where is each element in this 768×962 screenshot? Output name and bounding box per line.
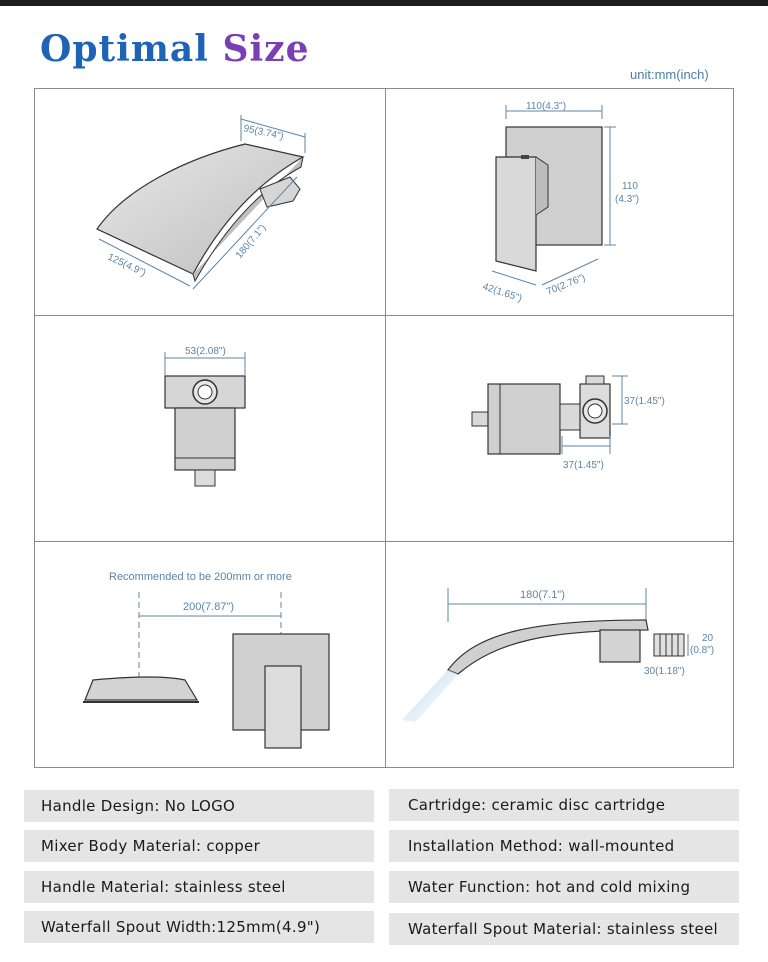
spout-side-height-in-label: (0.8") (690, 645, 714, 656)
valve-height-mm-label: 110 (622, 181, 638, 192)
spec-mixer-body-material: Mixer Body Material: copper (24, 830, 374, 862)
spout-side-drawing: 180(7.1") 20 (0.8") 30(1.18") (402, 588, 714, 722)
panel-spout-top: 95(3.74") 125(4.9") 180(7.1") (35, 89, 385, 315)
spec-installation-method: Installation Method: wall-mounted (389, 830, 739, 862)
spout-length-label: 180(7.1") (234, 223, 269, 261)
panel-valve-side: 37(1.45") 37(1.45") (386, 316, 733, 541)
install-gap-label: 200(7.87") (183, 601, 234, 613)
top-border (0, 0, 768, 6)
grid-divider-row-1 (35, 315, 733, 316)
grid-divider-row-2 (35, 541, 733, 542)
spout-depth-label: 125(4.9") (106, 252, 148, 279)
spec-handle-material: Handle Material: stainless steel (24, 871, 374, 903)
panel-spout-side: 180(7.1") 20 (0.8") 30(1.18") (386, 542, 733, 767)
spout-side-length-label: 180(7.1") (520, 589, 565, 601)
valve-side-height-label: 37(1.45") (624, 396, 665, 407)
install-note: Recommended to be 200mm or more (109, 571, 292, 583)
valve-depth-label: 42(1.65") (481, 281, 523, 304)
grid-divider-vertical (385, 89, 386, 767)
dimension-grid: 95(3.74") 125(4.9") 180(7.1") 110(4.3") … (34, 88, 734, 768)
spec-water-function: Water Function: hot and cold mixing (389, 871, 739, 903)
page-title: Optimal Size (40, 28, 310, 70)
panel-install-spacing: Recommended to be 200mm or more 200(7.87… (35, 542, 385, 767)
spec-handle-design: Handle Design: No LOGO (24, 790, 374, 822)
valve-height-in-label: (4.3") (615, 194, 639, 205)
valve-front-drawing: 110(4.3") 110 (4.3") 42(1.65") 70(2.76") (481, 101, 639, 304)
panel-valve-front: 110(4.3") 110 (4.3") 42(1.65") 70(2.76") (386, 89, 733, 315)
spec-cartridge: Cartridge: ceramic disc cartridge (389, 789, 739, 821)
spec-spout-material: Waterfall Spout Material: stainless stee… (389, 913, 739, 945)
spout-top-drawing: 95(3.74") 125(4.9") 180(7.1") (96, 115, 306, 290)
spout-width-label: 95(3.74") (242, 123, 284, 142)
valve-top-width-label: 53(2.08") (185, 346, 226, 357)
unit-note: unit:mm(inch) (630, 67, 709, 82)
spout-side-thread-label: 30(1.18") (644, 666, 685, 677)
spout-side-height-mm-label: 20 (702, 633, 714, 644)
spec-spout-width: Waterfall Spout Width:125mm(4.9") (24, 911, 374, 943)
valve-top-drawing: 53(2.08") (164, 346, 246, 487)
title-word-2: Size (222, 28, 310, 70)
panel-valve-top: 53(2.08") (35, 316, 385, 541)
title-word-1: Optimal (40, 28, 209, 70)
valve-side-width-label: 37(1.45") (563, 460, 604, 471)
valve-side-drawing: 37(1.45") 37(1.45") (471, 375, 665, 471)
valve-width-label: 110(4.3") (526, 101, 566, 112)
install-drawing: Recommended to be 200mm or more 200(7.87… (83, 571, 330, 749)
valve-side-label: 70(2.76") (545, 272, 587, 297)
